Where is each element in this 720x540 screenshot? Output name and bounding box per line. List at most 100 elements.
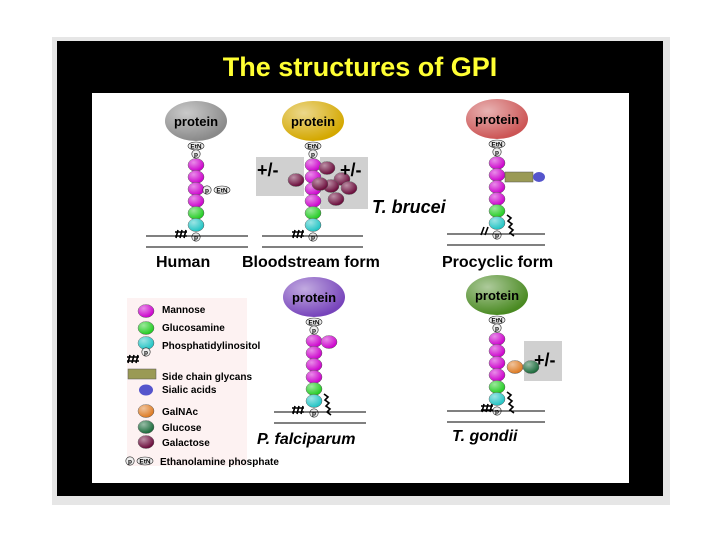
mannose-icon	[304, 158, 322, 172]
lipid-anchor-icon	[480, 226, 489, 236]
lipid-anchor-icon	[175, 229, 187, 239]
etn-icon: EtN	[488, 139, 506, 149]
etn-icon: EtN	[213, 185, 231, 195]
lipid-anchor-icon	[292, 405, 304, 415]
phosphate-icon: p	[308, 232, 318, 242]
glucosamine-icon	[187, 206, 205, 220]
acyl-chain-icon	[323, 393, 332, 416]
phosphate-icon: p	[309, 408, 319, 418]
mannose-icon	[304, 194, 322, 208]
side-chain-glycan-icon	[504, 171, 534, 183]
protein-label: protein	[174, 114, 218, 129]
galactose-icon	[311, 177, 329, 191]
protein-procyclic: protein	[466, 99, 528, 139]
protein-label: protein	[475, 112, 519, 127]
mannose-icon	[488, 180, 506, 194]
protein-tgondii: protein	[466, 275, 528, 315]
phosphate-text: p	[194, 151, 198, 158]
protein-label: protein	[292, 290, 336, 305]
phosphate-icon: p	[125, 456, 135, 466]
inositol-icon	[304, 218, 322, 232]
protein-pfalciparum: protein	[283, 277, 345, 317]
inositol-icon	[488, 392, 506, 406]
phosphate-text: p	[312, 327, 316, 334]
legend-lipid-icon	[127, 354, 139, 364]
legend-glucose-icon	[137, 420, 155, 434]
etn-text: EtN	[139, 459, 151, 466]
phosphate-icon: p	[492, 323, 502, 333]
mannose-icon	[488, 356, 506, 370]
protein-label: protein	[475, 288, 519, 303]
phosphate-icon: p	[309, 325, 319, 335]
etn-text: EtN	[491, 318, 503, 325]
phosphate-text: p	[495, 325, 499, 332]
phosphate-icon: p	[141, 347, 151, 357]
phosphate-text: p	[144, 349, 148, 356]
acyl-chain-icon	[506, 214, 515, 237]
mannose-icon	[488, 168, 506, 182]
mannose-icon	[305, 358, 323, 372]
phosphate-text: p	[311, 151, 315, 158]
mannose-icon	[488, 156, 506, 170]
lipid-anchor-icon	[292, 229, 304, 239]
etn-icon: EtN	[488, 315, 506, 325]
phosphate-text: p	[495, 149, 499, 156]
phosphate-text: p	[495, 232, 499, 239]
mannose-icon	[488, 368, 506, 382]
etn-icon: EtN	[304, 141, 322, 151]
mannose-icon	[305, 370, 323, 384]
mannose-icon	[187, 194, 205, 208]
mannose-icon	[305, 334, 323, 348]
legend-inositol-icon	[137, 336, 155, 350]
phosphate-icon: p	[202, 185, 212, 195]
legend-galnac-icon	[137, 404, 155, 418]
etn-text: EtN	[308, 320, 320, 327]
membrane-lines	[447, 410, 545, 423]
etn-text: EtN	[307, 144, 319, 151]
glucosamine-icon	[488, 204, 506, 218]
phosphate-text: p	[128, 458, 132, 465]
phosphate-icon: p	[191, 232, 201, 242]
phosphate-text: p	[311, 234, 315, 241]
etn-icon: EtN	[305, 317, 323, 327]
galnac-icon	[506, 360, 524, 374]
galactose-icon	[327, 192, 345, 206]
membrane-lines	[262, 235, 363, 248]
etn-text: EtN	[491, 142, 503, 149]
phosphate-text: p	[312, 410, 316, 417]
inositol-icon	[488, 216, 506, 230]
glucosamine-icon	[305, 382, 323, 396]
lipid-anchor-icon	[481, 403, 493, 413]
mannose-icon	[488, 332, 506, 346]
mannose-icon	[320, 335, 338, 349]
glucose-icon	[522, 360, 540, 374]
legend-mannose-icon	[137, 304, 155, 318]
galactose-icon	[318, 161, 336, 175]
protein-label: protein	[291, 114, 335, 129]
phosphate-text: p	[194, 234, 198, 241]
mannose-icon	[488, 344, 506, 358]
mannose-icon	[305, 346, 323, 360]
phosphate-icon: p	[492, 230, 502, 240]
protein-bloodstream: protein	[282, 101, 344, 141]
membrane-lines	[146, 235, 248, 248]
phosphate-text: p	[205, 187, 209, 194]
legend-galactose-icon	[137, 435, 155, 449]
membrane-lines	[447, 233, 545, 246]
galactose-icon	[287, 173, 305, 187]
phosphate-text: p	[495, 408, 499, 415]
inositol-icon	[187, 218, 205, 232]
membrane-lines	[274, 411, 366, 424]
glucosamine-icon	[488, 380, 506, 394]
phosphate-icon: p	[492, 147, 502, 157]
legend-sialic-icon	[139, 384, 153, 396]
galactose-icon	[340, 181, 358, 195]
legend-glucosamine-icon	[137, 321, 155, 335]
mannose-icon	[187, 170, 205, 184]
mannose-icon	[488, 192, 506, 206]
legend-side-chain-icon	[127, 368, 157, 380]
mannose-icon	[187, 158, 205, 172]
phosphate-icon: p	[191, 149, 201, 159]
inositol-icon	[305, 394, 323, 408]
